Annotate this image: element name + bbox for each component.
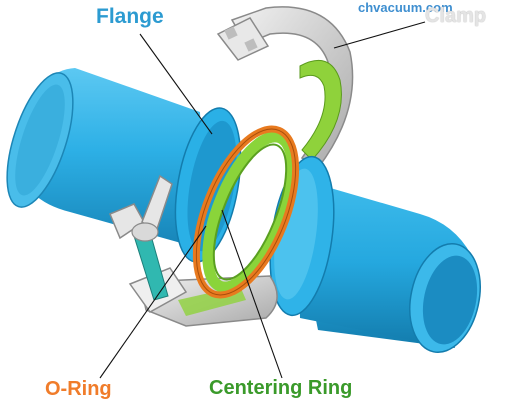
centering-ring — [202, 131, 298, 293]
clamp-leader-line — [333, 21, 426, 49]
oring-leader-line — [99, 225, 207, 379]
clamp-label: Clamp — [425, 5, 487, 27]
o-ring — [192, 125, 300, 299]
watermark: chvacuum.com — [358, 0, 453, 15]
clamp-upper-half — [216, 6, 354, 169]
right-tube — [290, 178, 481, 354]
flange-leader-line — [139, 33, 213, 135]
flange-label: Flange — [96, 5, 164, 28]
leader-lines — [99, 21, 426, 379]
wingnut-bolt — [109, 174, 173, 301]
centering-ring-leader-line — [221, 209, 283, 379]
oring-label: O-Ring — [45, 378, 112, 400]
centering-ring-label: Centering Ring — [209, 377, 353, 399]
